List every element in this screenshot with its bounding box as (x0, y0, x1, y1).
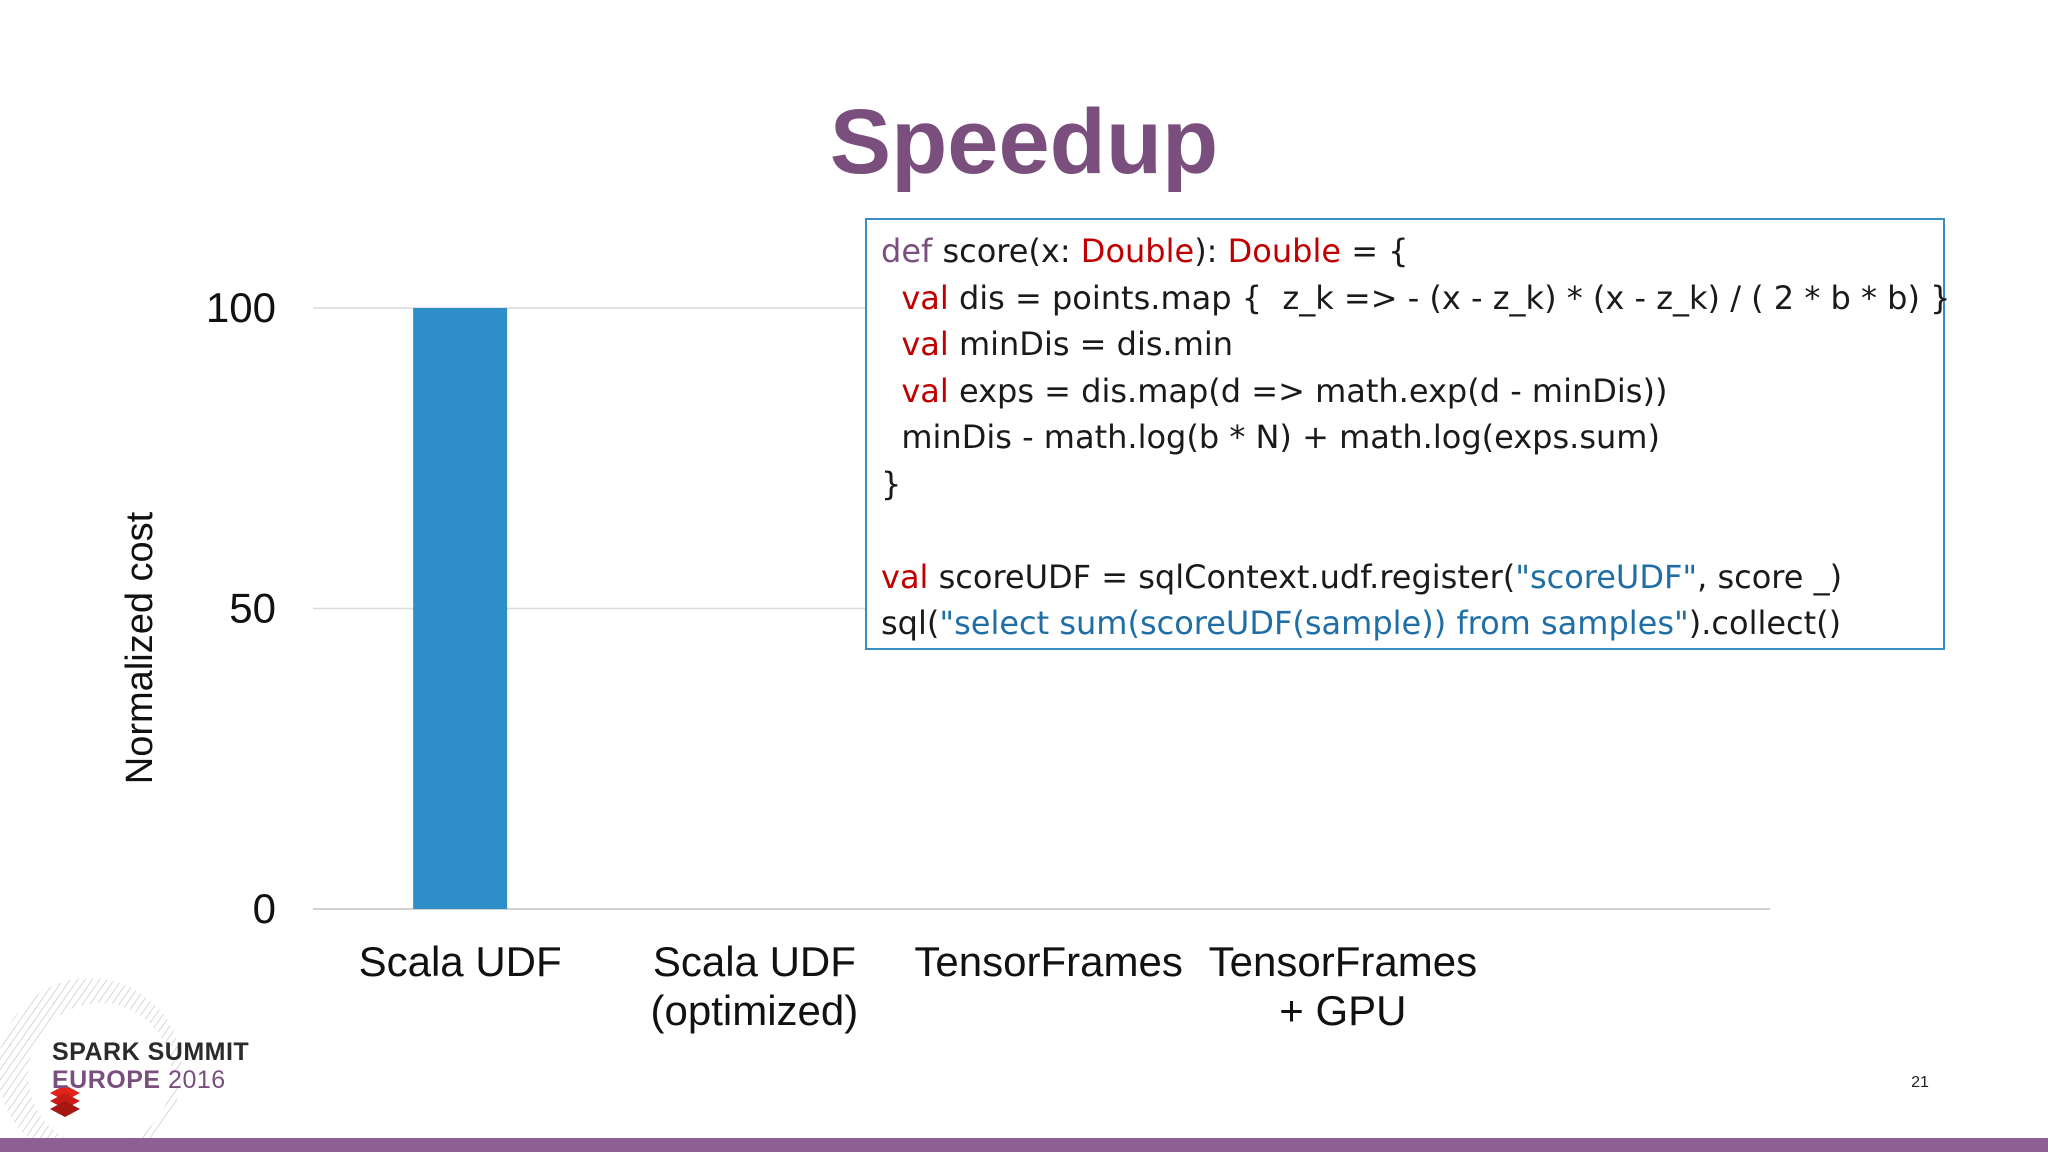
code-keyword: val (901, 371, 949, 410)
code-text: minDis = dis.min (948, 325, 1234, 363)
code-line: val scoreUDF = sqlContext.udf.register("… (881, 554, 1943, 601)
code-text: ).collect() (1688, 604, 1842, 642)
code-line: val exps = dis.map(d => math.exp(d - min… (881, 368, 1943, 415)
code-line: def score(x: Double): Double = { (881, 228, 1943, 275)
code-snippet-box: def score(x: Double): Double = { val dis… (865, 218, 1950, 650)
code-keyword: Double (1080, 232, 1195, 270)
x-tick-label: TensorFrames (914, 938, 1182, 985)
bottom-accent-bar (0, 1138, 2048, 1152)
code-keyword: Double (1227, 232, 1342, 270)
logo-text-europe-2016: EUROPE 2016 (52, 1066, 226, 1095)
code-text: minDis - math.log(b * N) + math.log(exps… (881, 418, 1660, 456)
code-line: } (881, 461, 1943, 508)
code-text: , score _) (1697, 557, 1843, 596)
code-text: score(x: (932, 232, 1081, 270)
code-text: exps = dis.map(d => math.exp(d - minDis)… (948, 371, 1668, 410)
code-string: "select sum(scoreUDF(sample)) from sampl… (939, 604, 1689, 642)
code-text: dis = points.map { z_k => - (x - z_k) * … (948, 278, 1951, 317)
y-tick-label: 0 (253, 885, 276, 932)
code-line: val minDis = dis.min (881, 321, 1943, 368)
code-text (881, 279, 901, 317)
code-line: minDis - math.log(b * N) + math.log(exps… (881, 414, 1943, 461)
code-text: ): (1194, 232, 1228, 270)
x-tick-label: TensorFrames+ GPU (1209, 938, 1477, 1034)
code-text: } (881, 464, 902, 503)
code-keyword: val (901, 278, 949, 317)
code-text (881, 325, 901, 363)
code-text: scoreUDF = sqlContext.udf.register( (928, 557, 1516, 596)
page-number: 21 (1911, 1074, 1929, 1091)
code-text: sql( (881, 604, 940, 642)
logo-text-europe: EUROPE (52, 1066, 161, 1094)
x-tick-label: Scala UDF(optimized) (651, 938, 859, 1034)
code-string: "scoreUDF" (1515, 557, 1698, 596)
y-tick-label: 50 (229, 585, 276, 632)
code-text: = { (1341, 232, 1409, 270)
code-keyword: val (881, 557, 929, 596)
code-text (881, 372, 901, 410)
code-line: sql("select sum(scoreUDF(sample)) from s… (881, 600, 1943, 647)
slide-title: Speedup (829, 91, 1219, 193)
y-axis-label: Normalized cost (119, 511, 161, 784)
x-tick-label: Scala UDF (359, 938, 562, 985)
code-keyword: def (881, 232, 933, 270)
y-tick-label: 100 (206, 284, 276, 331)
logo-text-year: 2016 (168, 1066, 226, 1094)
logo-text-spark-summit: SPARK SUMMIT (52, 1038, 250, 1066)
code-line (881, 507, 1943, 554)
bar (413, 308, 508, 909)
spark-summit-logo-graphic (0, 978, 182, 1145)
code-line: val dis = points.map { z_k => - (x - z_k… (881, 275, 1950, 322)
code-keyword: val (901, 325, 949, 363)
